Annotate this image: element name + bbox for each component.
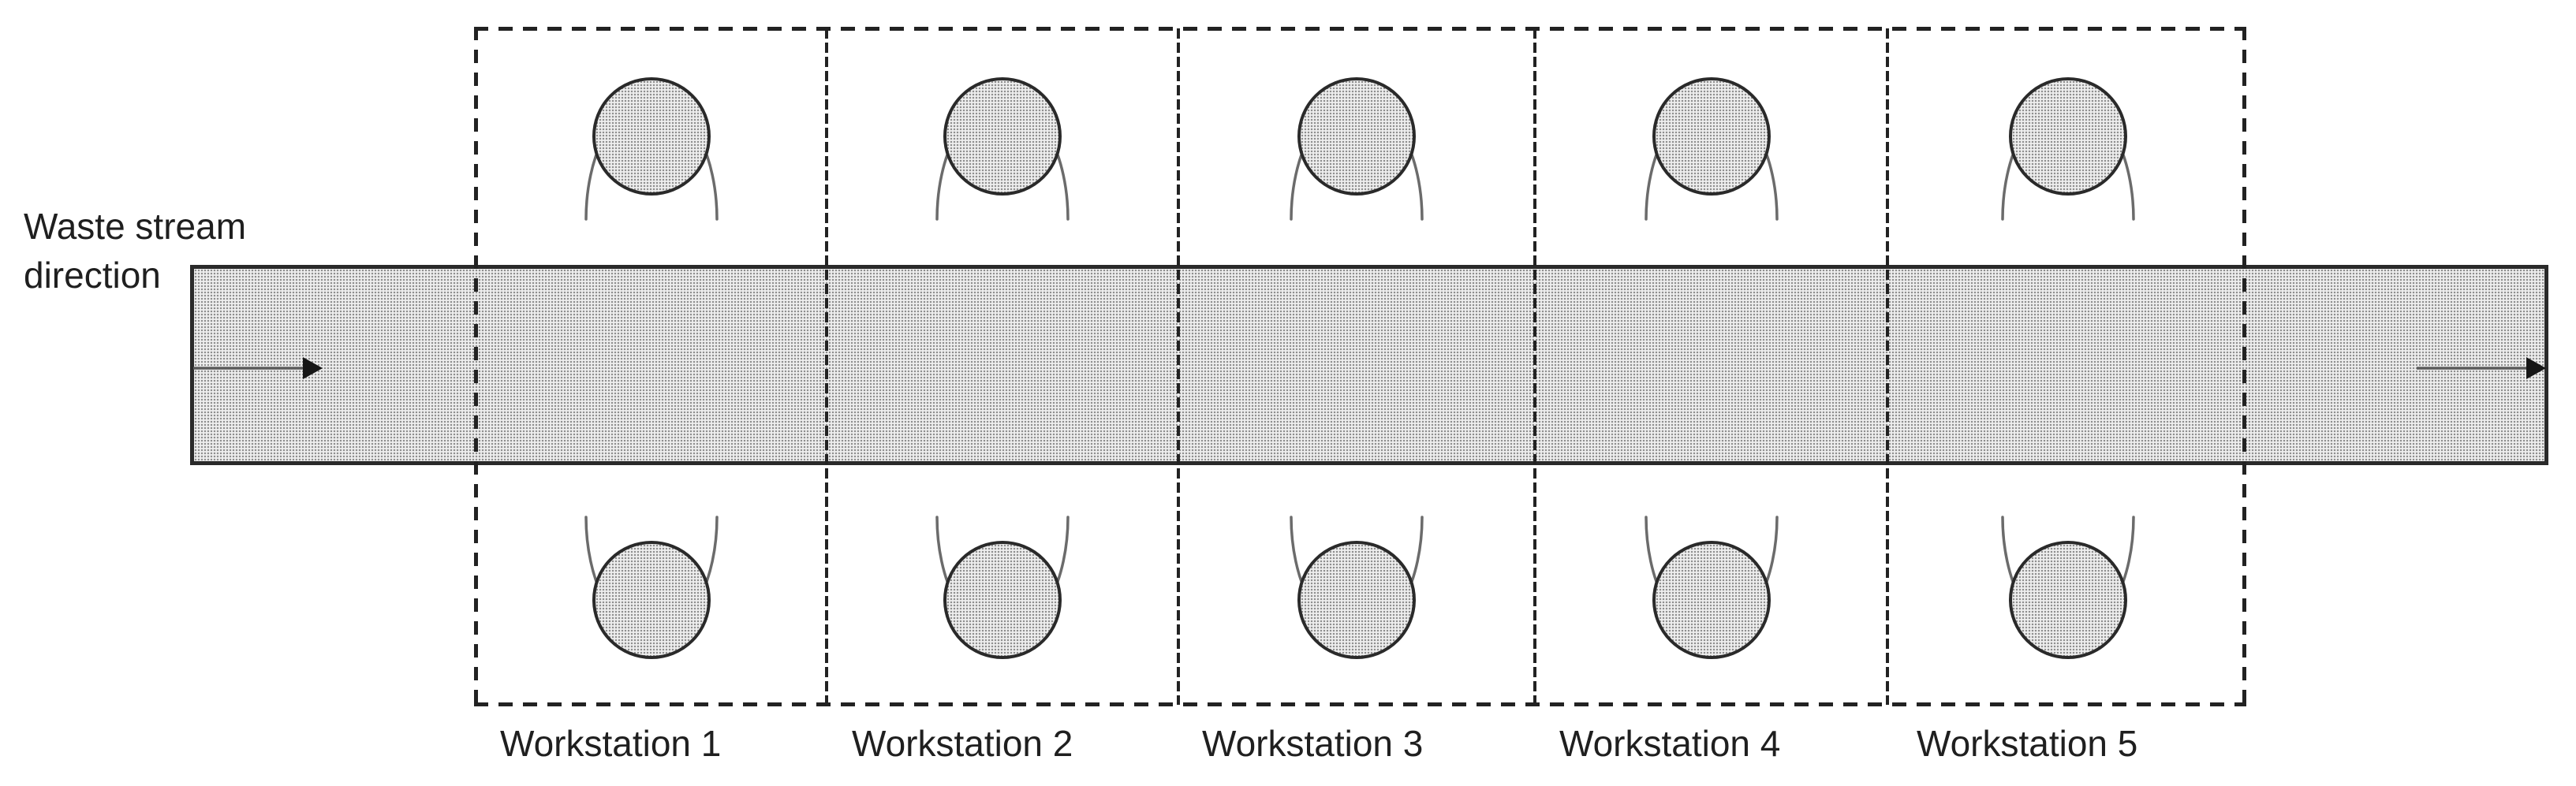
- worker-head: [592, 541, 711, 659]
- boundary-dashed-line-right: [2242, 27, 2246, 706]
- worker-head: [943, 541, 1062, 659]
- worker-head: [1652, 541, 1771, 659]
- worker-head: [1297, 541, 1416, 659]
- worker-figure-ws3-top: [1286, 69, 1428, 227]
- boundary-dashed-line-top: [474, 27, 2246, 31]
- waste-label-line-1: Waste stream: [24, 206, 247, 247]
- boundary-dashed-line-bottom: [474, 702, 2246, 706]
- worker-head: [943, 77, 1062, 196]
- workstation-label: Workstation 4: [1559, 723, 1781, 764]
- worker-figure-ws4-top: [1641, 69, 1783, 227]
- conveyor-belt: [190, 265, 2548, 465]
- worker-figure-ws2-bottom: [931, 509, 1073, 667]
- waste-label-line-2: direction: [24, 255, 161, 296]
- workstation-label: Workstation 2: [852, 723, 1073, 764]
- worker-head: [592, 77, 711, 196]
- worker-head: [1652, 77, 1771, 196]
- right-arrow-icon: [2417, 357, 2546, 379]
- worker-head: [2009, 77, 2127, 196]
- workstation-label: Workstation 3: [1202, 723, 1424, 764]
- workstation-label: Workstation 1: [500, 723, 722, 764]
- worker-figure-ws1-top: [581, 69, 722, 227]
- workstation-divider: [1177, 28, 1180, 705]
- workstation-divider: [1886, 28, 1889, 705]
- worker-head: [2009, 541, 2127, 659]
- worker-figure-ws5-bottom: [1997, 509, 2139, 667]
- worker-head: [1297, 77, 1416, 196]
- workstation-label: Workstation 5: [1917, 723, 2138, 764]
- worker-figure-ws1-bottom: [581, 509, 722, 667]
- worker-figure-ws3-bottom: [1286, 509, 1428, 667]
- worker-figure-ws2-top: [931, 69, 1073, 227]
- waste-stream-direction-label: Waste stream direction: [24, 202, 246, 300]
- workstation-divider: [825, 28, 828, 705]
- workstation-divider: [1533, 28, 1536, 705]
- boundary-dashed-line-left: [474, 27, 478, 706]
- worker-figure-ws5-top: [1997, 69, 2139, 227]
- right-arrow-icon: [193, 357, 323, 379]
- worker-figure-ws4-bottom: [1641, 509, 1783, 667]
